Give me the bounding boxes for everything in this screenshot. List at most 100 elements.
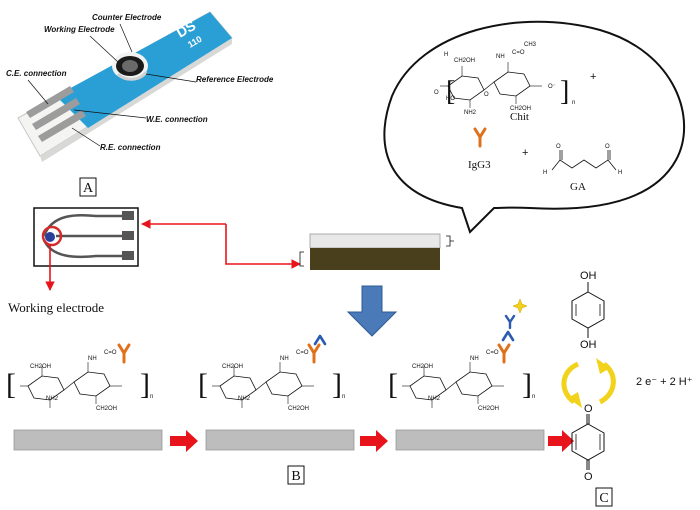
- svg-text:]: ]: [332, 368, 342, 401]
- svg-text:H: H: [618, 170, 622, 176]
- svg-text:O⁻: O⁻: [548, 84, 556, 90]
- svg-text:CH2OH: CH2OH: [478, 406, 499, 412]
- working-electrode-label: Working Electrode: [44, 25, 115, 34]
- svg-text:HO: HO: [446, 96, 455, 102]
- arrow-to-layer: [225, 224, 301, 269]
- svg-text:NH: NH: [496, 54, 505, 60]
- svg-text:[: [: [6, 368, 16, 401]
- antigen-step3: [501, 330, 515, 342]
- step-arrow-1: [170, 430, 198, 452]
- svg-text:C=O: C=O: [486, 350, 499, 356]
- antigen-step2: [313, 334, 327, 346]
- ce-track: [26, 86, 74, 118]
- secondary-antibody-step3: [504, 314, 516, 330]
- we-track: [32, 98, 80, 130]
- svg-text:CH2OH: CH2OH: [454, 58, 475, 64]
- redox-reaction-label: 2 e⁻ + 2 H⁺: [636, 376, 693, 388]
- svg-text:NH2: NH2: [464, 110, 477, 116]
- svg-text:CH2OH: CH2OH: [222, 364, 243, 370]
- composition-bubble: H CH2OH HO NH2 NH C=O CH3 CH2OH O O⁻ O […: [383, 20, 686, 234]
- chit-bracket-left: [: [446, 76, 455, 107]
- electrode-schematic: [33, 207, 139, 267]
- svg-text:O: O: [605, 144, 610, 150]
- antibody-step3: [497, 343, 511, 364]
- electrode-bar-3: [395, 429, 545, 451]
- process-down-arrow: [346, 285, 398, 337]
- panel-a-label: A: [79, 177, 97, 197]
- step-3-labeled-complex: [ ] n CH2OH NH2 NH C=O CH2OH: [388, 298, 545, 451]
- svg-text:H: H: [543, 170, 547, 176]
- ga-label: GA: [570, 181, 586, 193]
- svg-text:CH2OH: CH2OH: [510, 106, 531, 112]
- working-electrode-disc: [122, 60, 138, 72]
- svg-text:NH2: NH2: [46, 396, 59, 402]
- step-arrow-2: [360, 430, 388, 452]
- svg-text:C=O: C=O: [512, 50, 525, 56]
- svg-text:B: B: [291, 469, 300, 484]
- layer-cross-section: [299, 233, 454, 270]
- glutaraldehyde-structure: O O H H: [543, 144, 622, 176]
- panel-c-label: C: [595, 487, 613, 507]
- svg-text:H: H: [444, 52, 448, 58]
- igg3-label: IgG3: [468, 159, 491, 171]
- redox-cycle-arrows: [561, 358, 616, 408]
- step-arrow-3: [548, 430, 574, 452]
- step-2-antigen-bound: [ ] n CH2OH NH2 NH C=O CH2OH: [198, 334, 355, 451]
- working-electrode-dot: [45, 232, 55, 242]
- svg-text:[: [: [198, 368, 208, 401]
- svg-text:O: O: [584, 403, 593, 415]
- benzoquinone: O O: [571, 403, 605, 483]
- re-track: [38, 110, 86, 142]
- svg-text:NH2: NH2: [428, 396, 441, 402]
- svg-text:CH2OH: CH2OH: [30, 364, 51, 370]
- svg-text:]: ]: [522, 368, 532, 401]
- reference-electrode-label: Reference Electrode: [196, 75, 274, 84]
- svg-text:[: [: [388, 368, 398, 401]
- chit-repeat-n: n: [572, 100, 575, 106]
- svg-text:C=O: C=O: [296, 350, 309, 356]
- svg-text:NH: NH: [88, 356, 97, 362]
- chitosan-structure: H CH2OH HO NH2 NH C=O CH3 CH2OH O O⁻ O: [434, 42, 556, 116]
- plus-sign-1: +: [590, 71, 596, 83]
- svg-text:C: C: [599, 491, 608, 506]
- svg-text:O: O: [556, 144, 561, 150]
- svg-text:A: A: [83, 181, 94, 196]
- svg-text:O: O: [484, 92, 489, 98]
- plus-sign-2: +: [522, 147, 528, 159]
- svg-text:O: O: [434, 90, 439, 96]
- svg-text:NH2: NH2: [238, 396, 251, 402]
- svg-text:CH2OH: CH2OH: [412, 364, 433, 370]
- svg-text:O: O: [584, 471, 593, 483]
- working-electrode-caption: Working electrode: [8, 300, 104, 315]
- antibody-step1: [117, 343, 131, 364]
- electrode-bar-1: [13, 429, 163, 451]
- re-connection-label: R.E. connection: [100, 143, 161, 152]
- svg-text:NH: NH: [470, 356, 479, 362]
- svg-text:C=O: C=O: [104, 350, 117, 356]
- ce-connection-label: C.E. connection: [6, 69, 67, 78]
- chit-label: Chit: [510, 111, 529, 123]
- counter-electrode-label: Counter Electrode: [92, 13, 162, 22]
- antibody-step2: [307, 343, 321, 364]
- screen-printed-sensor: DS 110: [17, 11, 233, 162]
- svg-text:n: n: [150, 394, 153, 400]
- svg-text:OH: OH: [580, 339, 597, 351]
- panel-b-label: B: [287, 465, 305, 485]
- svg-text:NH: NH: [280, 356, 289, 362]
- svg-text:n: n: [532, 394, 535, 400]
- hydroquinone: OH OH: [571, 270, 605, 351]
- electrode-bar-2: [205, 429, 355, 451]
- reference-electrode-arc: [116, 71, 148, 81]
- reference-ring-red: [41, 225, 63, 247]
- sensor-annotations: Working Electrode Counter Electrode Refe…: [6, 13, 274, 152]
- enzyme-label-star: [512, 298, 528, 314]
- svg-text:CH2OH: CH2OH: [96, 406, 117, 412]
- svg-text:CH3: CH3: [524, 42, 537, 48]
- svg-text:n: n: [342, 394, 345, 400]
- we-connection-label: W.E. connection: [146, 115, 208, 124]
- svg-text:]: ]: [140, 368, 150, 401]
- svg-text:CH2OH: CH2OH: [288, 406, 309, 412]
- svg-text:OH: OH: [580, 270, 597, 282]
- step-1-modified-electrode: [ ] n CH2OH NH2 NH C=O CH2OH: [6, 343, 163, 451]
